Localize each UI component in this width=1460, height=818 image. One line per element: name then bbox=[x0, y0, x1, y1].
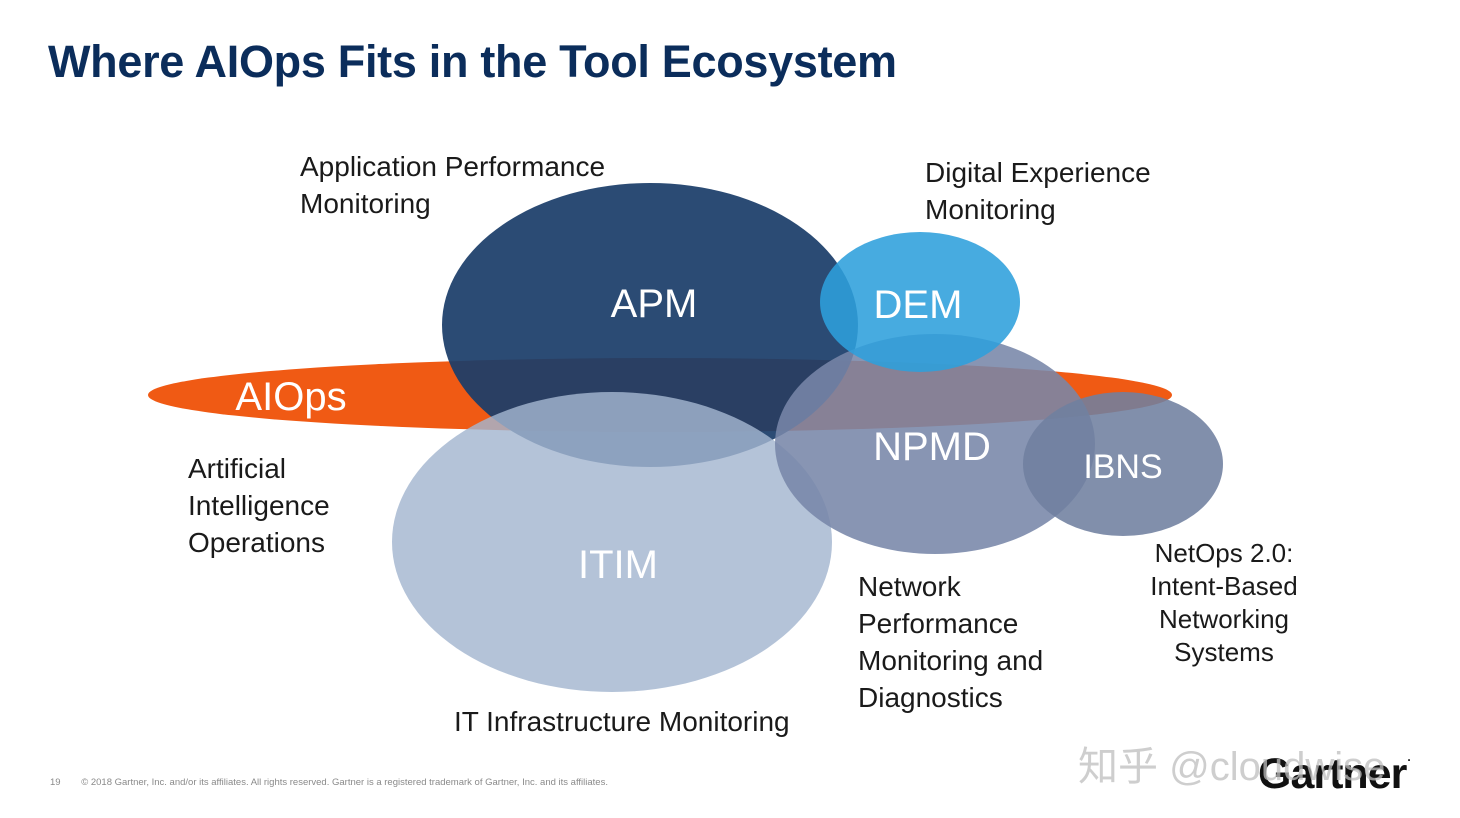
page-number: 19 bbox=[50, 777, 61, 788]
logo-text: Gartner bbox=[1258, 750, 1407, 798]
apm-label: APM bbox=[611, 282, 698, 326]
itim-label: ITIM bbox=[578, 543, 658, 587]
dem-ellipse bbox=[820, 232, 1020, 372]
apm-description: Application Performance Monitoring bbox=[300, 148, 605, 222]
ibns-description-line: Intent-Based bbox=[1150, 571, 1298, 601]
aiops-description: Artificial Intelligence Operations bbox=[188, 450, 330, 561]
dem-description-line: Monitoring bbox=[925, 194, 1056, 225]
aiops-description-line: Operations bbox=[188, 527, 325, 558]
aiops-label: AIOps bbox=[235, 375, 346, 419]
npmd-description-line: Performance bbox=[858, 608, 1019, 639]
dem-description: Digital Experience Monitoring bbox=[925, 154, 1151, 228]
ibns-description: NetOps 2.0: Intent-Based Networking Syst… bbox=[1124, 537, 1324, 669]
ibns-label: IBNS bbox=[1083, 448, 1162, 486]
copyright-notice: © 2018 Gartner, Inc. and/or its affiliat… bbox=[81, 777, 608, 788]
slide-title: Where AIOps Fits in the Tool Ecosystem bbox=[48, 36, 897, 87]
npmd-ellipse bbox=[775, 334, 1095, 554]
itim-ellipse bbox=[392, 392, 832, 692]
dem-label: DEM bbox=[874, 283, 963, 327]
ibns-ellipse bbox=[1023, 392, 1223, 536]
itim-description: IT Infrastructure Monitoring bbox=[454, 703, 790, 740]
logo-mark: . bbox=[1407, 750, 1411, 764]
ibns-description-line: Networking bbox=[1158, 604, 1290, 634]
npmd-label: NPMD bbox=[873, 425, 991, 469]
dem-description-line: Digital Experience bbox=[925, 157, 1151, 188]
aiops-description-line: Artificial bbox=[188, 453, 287, 484]
npmd-description-line: Network bbox=[858, 571, 961, 602]
gartner-logo: Gartner. bbox=[1258, 750, 1411, 799]
npmd-description: Network Performance Monitoring and Diagn… bbox=[858, 568, 1043, 716]
ibns-description-line: NetOps 2.0: bbox=[1154, 538, 1294, 568]
apm-description-line: Application Performance bbox=[300, 151, 606, 182]
npmd-description-line: Monitoring and bbox=[858, 645, 1044, 676]
itim-description-line: IT Infrastructure Monitoring bbox=[454, 706, 790, 737]
apm-description-line: Monitoring bbox=[300, 188, 431, 219]
watermark: 知乎 @cloudwise bbox=[1078, 745, 1386, 789]
ibns-description-line: Systems bbox=[1174, 637, 1274, 667]
npmd-description-line: Diagnostics bbox=[858, 682, 1003, 713]
apm-ellipse bbox=[442, 183, 858, 467]
aiops-description-line: Intelligence bbox=[188, 490, 330, 521]
footer: 19 © 2018 Gartner, Inc. and/or its affil… bbox=[50, 777, 608, 788]
